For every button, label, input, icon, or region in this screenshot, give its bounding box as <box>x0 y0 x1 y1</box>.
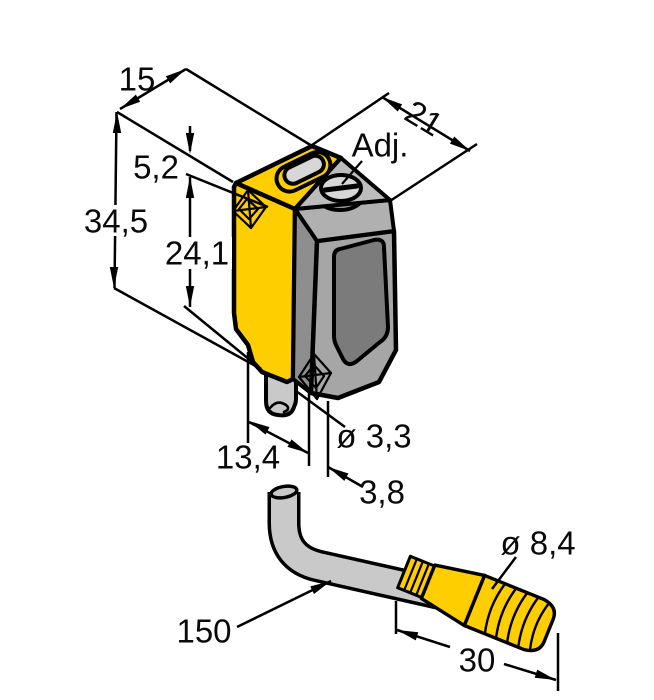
label-hole-diameter: ø 3,3 <box>336 418 411 455</box>
adjustment-screw <box>319 173 363 203</box>
label-width-top: 15 <box>119 61 156 98</box>
adj-leader <box>341 160 363 185</box>
gap-24-1 <box>162 237 232 269</box>
cable <box>271 492 463 611</box>
hole-top-inner <box>237 197 260 221</box>
hole-top-cross <box>231 188 268 230</box>
connector-8-4-leader <box>491 556 517 590</box>
connector-barrel <box>462 573 557 653</box>
arrow-24-1-bottom <box>185 286 195 307</box>
arrow-5-2-down <box>185 133 195 154</box>
label-hole-to-bottom: 24,1 <box>165 235 229 272</box>
extension-apex <box>311 91 390 147</box>
top-indicator-slot <box>274 149 333 194</box>
extension-right-corner <box>389 142 478 203</box>
hole-bottom-inner <box>303 363 326 390</box>
arrow-30-right <box>534 669 558 685</box>
label-height-overall: 34,5 <box>84 203 148 240</box>
connector-thread-ridges <box>483 583 550 651</box>
lens-window <box>332 237 390 366</box>
arrow-34-5-bottom <box>109 267 119 288</box>
label-bottom-width: 13,4 <box>216 439 280 476</box>
arrow-3-8 <box>325 463 349 481</box>
sensor-housing <box>231 143 399 418</box>
label-cable-length: 150 <box>176 613 231 650</box>
gland-rib-lines <box>403 558 430 596</box>
connector <box>396 554 557 653</box>
extension-hole-axis <box>185 172 269 209</box>
arrow-13-4-left <box>247 417 270 435</box>
cable-assembly <box>267 484 557 653</box>
arrow-30-left <box>395 625 419 641</box>
hole-3-3-leader <box>295 389 346 429</box>
arrow-21-lower <box>449 136 473 155</box>
label-connector-diameter: ø 8,4 <box>500 525 575 562</box>
extension-top-corner <box>116 110 234 184</box>
screw-slot <box>322 183 360 193</box>
label-hole-edge-offset: 3,8 <box>359 474 405 511</box>
label-hole-offset-top: 5,2 <box>133 149 179 186</box>
mounting-hole-top-mark <box>231 188 268 230</box>
arrow-13-4-right <box>287 439 310 457</box>
dim-15-extension <box>185 67 313 148</box>
dim-34-5 <box>113 110 262 371</box>
cable-cut-end <box>269 484 299 500</box>
mounting-hole-bottom-mark <box>297 352 333 401</box>
arrow-15-right <box>165 65 189 84</box>
arrow-24-1-top <box>185 177 195 198</box>
cable-stub-end-curl <box>268 401 290 414</box>
dim-34-5-line <box>113 111 118 289</box>
label-adjustment: Adj. <box>352 127 409 164</box>
extension-bottom-corner <box>113 286 262 371</box>
gap-34-5 <box>87 205 145 236</box>
slot-inner <box>282 153 326 186</box>
label-connector-length: 30 <box>459 642 496 679</box>
